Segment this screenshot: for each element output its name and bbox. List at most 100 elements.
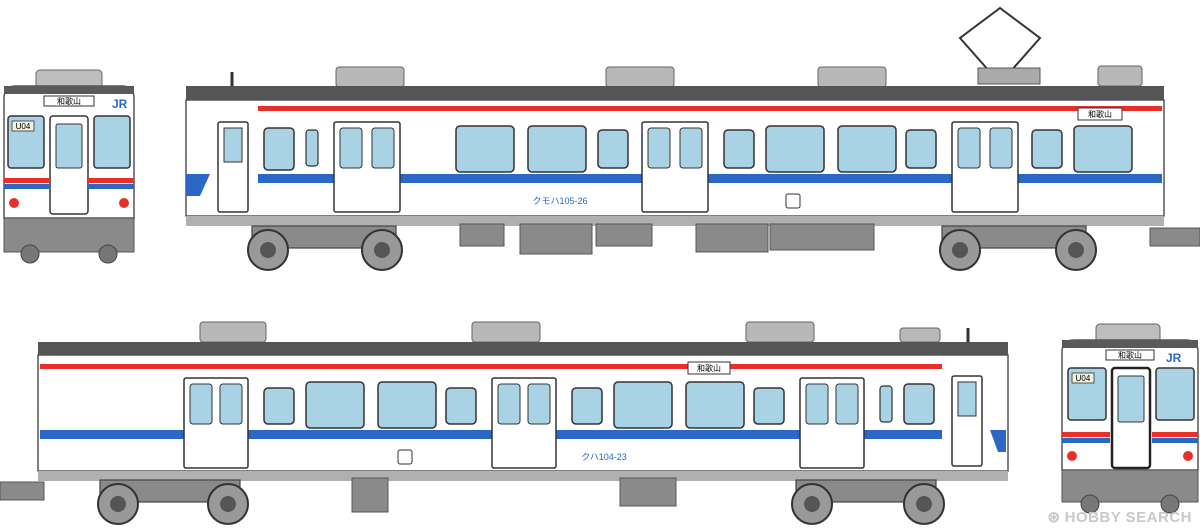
lower-window [263, 387, 295, 425]
upper-window [597, 129, 629, 169]
front-red-stripe-left [4, 178, 50, 183]
watermark-text: HOBBY SEARCH [1064, 508, 1192, 526]
upper-window [837, 125, 897, 173]
upper-door-window [989, 127, 1013, 169]
lower-car-number: クハ104-23 [581, 452, 627, 462]
front-wheel-left [1080, 494, 1100, 514]
upper-car-number: クモハ105-26 [532, 196, 587, 206]
front-red-stripe-left [1062, 432, 1110, 437]
front-underframe [1061, 469, 1199, 503]
upper-roof-equipment-4 [1097, 65, 1143, 87]
lower-cab-door-window [957, 381, 977, 417]
upper-door-window [957, 127, 981, 169]
lower-window [445, 387, 477, 425]
front-destination-text: 和歌山 [1118, 350, 1142, 360]
front-wheel-right [98, 244, 118, 264]
front-blue-stripe-left [1062, 438, 1110, 443]
lower-window [613, 381, 673, 429]
front-tail-light-left [1067, 451, 1077, 461]
jr-logo: JR [112, 97, 128, 111]
lower-red-stripe [40, 364, 942, 369]
lower-door-window [805, 383, 829, 425]
upper-window [905, 129, 937, 169]
front-wheel-right [1160, 494, 1180, 514]
upper-door-window [679, 127, 703, 169]
lower-roof-equipment-4 [899, 327, 941, 343]
upper-roof [186, 86, 1164, 100]
lower-window [571, 387, 603, 425]
front-door-window [1117, 375, 1145, 423]
front-tail-light-right [1183, 451, 1193, 461]
front-roof [1062, 340, 1198, 348]
upper-underfloor-box [595, 223, 653, 247]
upper-door-window [647, 127, 671, 169]
front-number-board [11, 120, 35, 132]
front-number-text: U04 [16, 122, 31, 131]
lower-door-window [497, 383, 521, 425]
front-tail-light-left [9, 198, 19, 208]
lower-window [377, 381, 437, 429]
lower-coupler [0, 481, 45, 501]
upper-window [1073, 125, 1133, 173]
hobby-search-logo-icon: ⊛ [1047, 509, 1061, 526]
upper-window [263, 127, 295, 171]
front-window-right [1155, 367, 1195, 421]
lower-underfloor-box [351, 477, 389, 513]
upper-bogie-front [247, 225, 403, 271]
front-destination-text: 和歌山 [57, 96, 81, 106]
upper-hatch [785, 193, 801, 209]
upper-front-view: 和歌山 JR U04 [3, 69, 135, 264]
pantograph [958, 6, 1042, 73]
front-door-window [55, 123, 83, 169]
upper-side-view: 和歌山 クモハ105-26 [185, 6, 1200, 271]
lower-door-window [835, 383, 859, 425]
front-blue-stripe-left [4, 184, 50, 189]
lower-window [753, 387, 785, 425]
upper-destination-text: 和歌山 [1088, 109, 1112, 119]
upper-window [527, 125, 587, 173]
lower-end-stripe [990, 430, 1006, 452]
watermark: ⊛ HOBBY SEARCH [1048, 506, 1192, 528]
lower-door-window [189, 383, 213, 425]
upper-roof-equipment-3 [817, 66, 887, 88]
lower-window [903, 383, 935, 425]
lower-hatch [397, 449, 413, 465]
upper-cab-door-window [223, 127, 243, 163]
lower-destination-board [687, 361, 731, 375]
jr-logo: JR [1166, 351, 1182, 365]
upper-window [455, 125, 515, 173]
lower-bogie-front [97, 479, 249, 525]
upper-underfloor-box [519, 223, 593, 255]
lower-bogie-rear [791, 479, 945, 525]
lower-window [879, 385, 893, 423]
front-destination-board [43, 95, 95, 107]
front-blue-stripe-right [88, 184, 134, 189]
lower-underframe-rail [38, 471, 1008, 481]
lower-door-window [527, 383, 551, 425]
upper-blue-stripe [258, 174, 1162, 183]
lower-side-view: 和歌山 クハ104-23 [0, 321, 1009, 525]
upper-underfloor-box [769, 223, 875, 251]
front-underframe [3, 217, 135, 253]
lower-blue-stripe [40, 430, 942, 439]
lower-destination-text: 和歌山 [697, 363, 721, 373]
upper-window [765, 125, 825, 173]
upper-underfloor-box [695, 223, 769, 253]
front-number-board [1071, 372, 1095, 384]
upper-roof-equipment-2 [605, 66, 675, 88]
lower-front-view: 和歌山 JR U04 [1061, 323, 1199, 514]
lower-door-window [219, 383, 243, 425]
upper-red-stripe [258, 106, 1162, 111]
front-window-right [93, 115, 131, 169]
upper-underframe-rail [186, 216, 1164, 226]
lower-roof-equipment-3 [745, 321, 815, 343]
front-number-text: U04 [1076, 374, 1091, 383]
upper-coupler [1149, 227, 1200, 247]
front-destination-board [1105, 349, 1155, 361]
lower-window [685, 381, 745, 429]
upper-bogie-rear [939, 225, 1097, 271]
upper-window [305, 129, 319, 167]
lower-underfloor-box [619, 477, 677, 507]
upper-roof-equipment-1 [335, 66, 405, 88]
